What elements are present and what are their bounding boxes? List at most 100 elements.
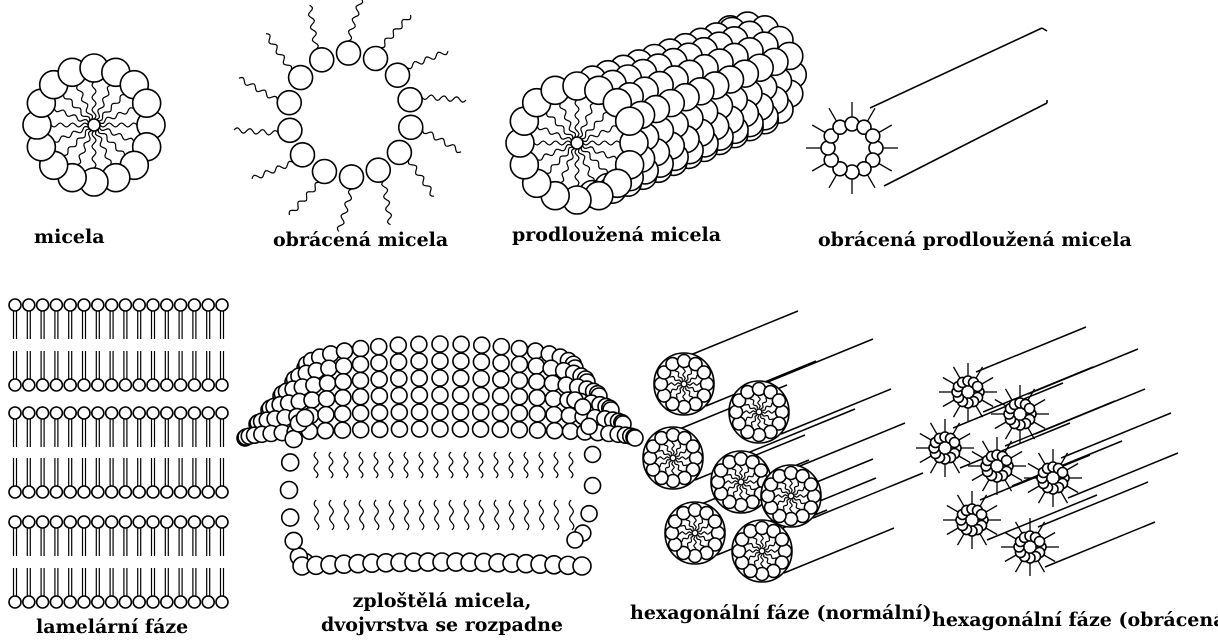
- tail-line: [51, 123, 88, 127]
- tail-line: [812, 125, 825, 133]
- headgroup-circle: [318, 407, 334, 423]
- headgroup-circle: [202, 299, 214, 311]
- hexagonalni-faze-obracena-drawing: [916, 327, 1178, 576]
- tail-line: [982, 378, 993, 385]
- tail-line: [958, 534, 965, 545]
- headgroup-circle: [119, 407, 131, 419]
- tail-line: [986, 506, 997, 513]
- headgroup-circle: [977, 510, 987, 520]
- rod-end: [665, 502, 725, 564]
- headgroup-circle: [453, 370, 469, 386]
- headgroup-circle: [511, 341, 527, 357]
- headgroup-circle: [371, 371, 387, 387]
- tail-line: [879, 125, 892, 133]
- headgroup-circle: [492, 405, 508, 421]
- tail-line: [986, 528, 997, 535]
- headgroup-circle: [106, 516, 118, 528]
- headgroup-circle: [585, 478, 601, 494]
- outline-line: [870, 28, 1042, 108]
- tail-line: [494, 500, 499, 530]
- headgroup-circle: [106, 486, 118, 498]
- tail-line: [524, 500, 529, 530]
- tail-line: [329, 452, 333, 478]
- tail-line: [78, 131, 92, 165]
- headgroup-circle: [492, 421, 508, 437]
- headgroup-circle: [188, 516, 200, 528]
- tail-line: [972, 474, 983, 481]
- core-circle: [692, 530, 698, 536]
- headgroup-circle: [412, 404, 428, 420]
- tail-line: [329, 500, 334, 530]
- tail-line: [958, 495, 965, 506]
- headgroup-circle: [366, 158, 390, 182]
- headgroup-circle: [353, 341, 369, 357]
- tail-line: [1067, 486, 1078, 493]
- label-zplostela-line2: dvojvrstva se rozpadne: [312, 614, 572, 638]
- outline-line: [763, 339, 873, 384]
- tail-line: [404, 500, 409, 530]
- headgroup-circle: [616, 107, 644, 135]
- headgroup-circle: [216, 596, 228, 608]
- headgroup-circle: [320, 375, 336, 391]
- headgroup-circle: [432, 336, 448, 352]
- headgroup-circle: [23, 407, 35, 419]
- tail-line: [1061, 492, 1068, 503]
- core-circle: [571, 137, 583, 149]
- headgroup-circle: [473, 421, 489, 437]
- headgroup-circle: [50, 299, 62, 311]
- tail-line: [583, 145, 617, 159]
- headgroup-circle: [493, 339, 509, 355]
- headgroup-circle: [9, 596, 21, 608]
- tail-line: [539, 500, 544, 530]
- headgroup-circle: [147, 299, 159, 311]
- tail-line: [554, 500, 559, 530]
- headgroup-circle: [529, 374, 545, 390]
- headgroup-circle: [697, 366, 710, 379]
- headgroup-circle: [312, 159, 336, 183]
- headgroup-circle: [353, 372, 369, 388]
- headgroup-circle: [188, 486, 200, 498]
- headgroup-circle: [289, 66, 313, 90]
- headgroup-circle: [78, 407, 90, 419]
- headgroup-circle: [278, 118, 302, 142]
- tail-line: [524, 452, 528, 478]
- headgroup-circle: [545, 391, 561, 407]
- reverse-rod-end: [916, 419, 974, 477]
- headgroup-circle: [452, 421, 468, 437]
- rod-end: [761, 465, 821, 527]
- tail-line: [337, 189, 351, 232]
- headgroup-circle: [106, 299, 118, 311]
- headgroup-circle: [147, 407, 159, 419]
- headgroup-circle: [119, 516, 131, 528]
- headgroup-circle: [372, 405, 388, 421]
- tail-line: [1006, 428, 1013, 439]
- tail-line: [868, 175, 876, 188]
- headgroup-circle: [282, 454, 299, 471]
- label-micela: micela: [34, 226, 105, 250]
- headgroup-circle: [453, 353, 469, 369]
- tail-line: [1011, 452, 1022, 459]
- headgroup-circle: [161, 299, 173, 311]
- headgroup-circle: [473, 404, 489, 420]
- headgroup-circle: [188, 596, 200, 608]
- tail-line: [579, 103, 593, 137]
- headgroup-circle: [106, 596, 118, 608]
- outline-line: [688, 311, 798, 356]
- headgroup-circle: [529, 406, 545, 422]
- core-circle: [759, 548, 765, 554]
- reverse-rod-end: [939, 363, 997, 421]
- headgroup-circle: [216, 299, 228, 311]
- headgroup-circle: [511, 356, 527, 372]
- headgroup-circle: [866, 129, 880, 143]
- headgroup-circle: [411, 370, 427, 386]
- headgroup-circle: [133, 299, 145, 311]
- headgroup-circle: [281, 482, 298, 499]
- headgroup-circle: [64, 516, 76, 528]
- tail-line: [100, 108, 134, 124]
- hexagonalni-faze-normalni-drawing: [643, 311, 923, 582]
- headgroup-circle: [64, 379, 76, 391]
- headgroup-circle: [511, 405, 527, 421]
- label-hexagonalni-faze-obracena: hexagonální fáze (obrácená): [932, 609, 1218, 633]
- headgroup-circle: [391, 371, 407, 387]
